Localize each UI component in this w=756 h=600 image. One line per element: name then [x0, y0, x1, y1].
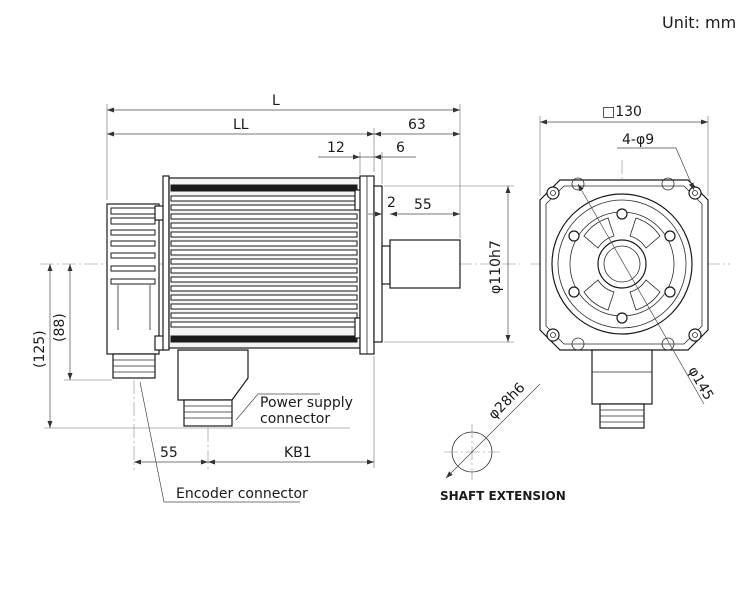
- unit-label: Unit: mm: [662, 13, 736, 32]
- side-view: L LL 63 12 6 2 55 φ110h7 (125) (88): [32, 93, 520, 503]
- dim-power-offset: KB1: [284, 445, 312, 461]
- motor-body: [162, 175, 362, 351]
- dim-pilot-diameter: φ110h7: [488, 240, 504, 294]
- front-view: □130 4-φ9 φ145: [530, 104, 730, 429]
- dim-pilot-step: 2: [387, 195, 396, 211]
- shaft: [381, 239, 461, 289]
- encoder-connector: [112, 353, 156, 470]
- dim-pilot-offset: 6: [396, 140, 405, 156]
- power-supply-connector: [177, 349, 249, 470]
- dim-shaft-usable: 55: [414, 197, 432, 213]
- dim-mounting-holes: 4-φ9: [622, 132, 654, 148]
- dim-flange-square: □130: [602, 104, 642, 120]
- encoder-connector-label: Encoder connector: [176, 486, 308, 502]
- dim-height-88: (88): [52, 313, 68, 342]
- mounting-hole: [546, 328, 560, 342]
- shaft-extension-view: φ28h6 SHAFT EXTENSION: [440, 380, 566, 503]
- encoder-housing: [106, 203, 165, 355]
- mounting-hole: [688, 328, 702, 342]
- dim-height-125: (125): [32, 330, 48, 368]
- power-supply-connector-label-1: Power supply: [260, 395, 353, 411]
- dim-shaft-diameter: φ28h6: [486, 380, 529, 423]
- dim-flange-thickness: 12: [327, 140, 345, 156]
- dim-overall-length: L: [272, 93, 280, 109]
- dim-encoder-offset: 55: [160, 445, 178, 461]
- power-supply-connector-label-2: connector: [260, 411, 330, 427]
- flange: [359, 175, 383, 355]
- dim-shaft-length: 63: [408, 117, 426, 133]
- shaft-extension-label: SHAFT EXTENSION: [440, 489, 566, 503]
- dim-bolt-circle: φ145: [685, 364, 717, 403]
- dim-body-length: LL: [233, 117, 249, 133]
- mounting-hole: [688, 186, 702, 200]
- front-connector: [591, 349, 653, 429]
- mounting-hole: [546, 186, 560, 200]
